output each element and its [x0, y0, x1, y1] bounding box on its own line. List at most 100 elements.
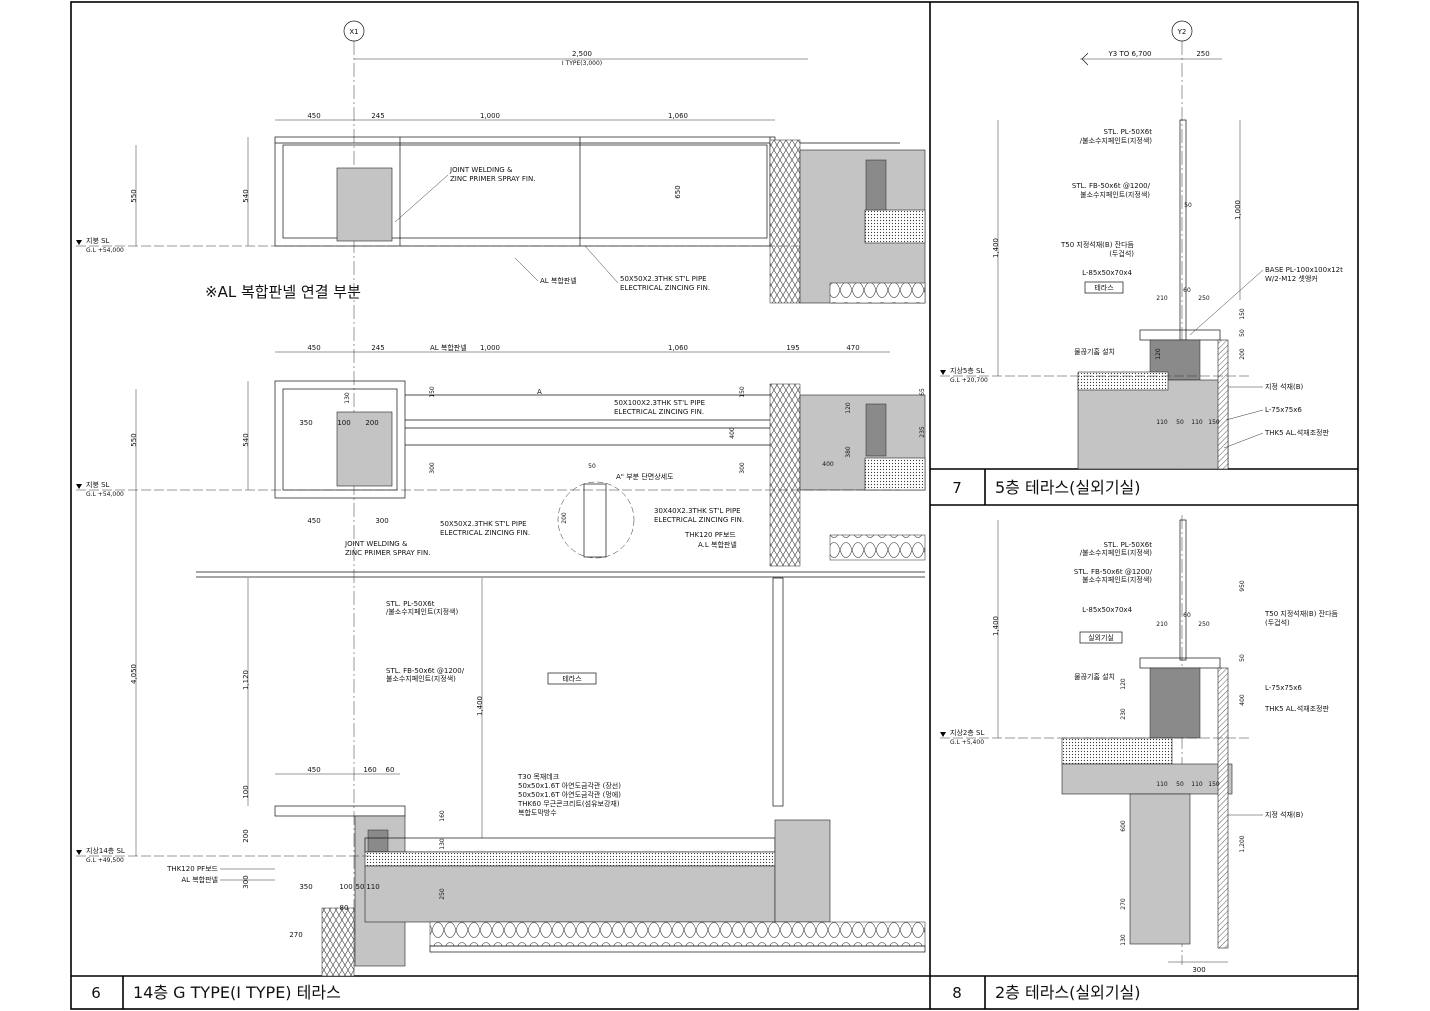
label-drip-8: 물끊기홈 설치: [1074, 672, 1115, 681]
stone-8: [1217, 667, 1229, 949]
railing-frame-mid: [274, 380, 406, 499]
dim-210-8: 210: [1156, 621, 1168, 628]
dim-250-7: 250: [1196, 50, 1209, 58]
label-al-panel-top: AL 복합판넬: [540, 276, 577, 285]
label-pl-8-2: /불소수지페인트(지정색): [1080, 548, 1152, 557]
dim-540-top: 540: [242, 189, 250, 202]
dim-1400-7: 1,400: [992, 238, 1000, 258]
level-5: 지상5층 SL: [950, 366, 984, 375]
label-pipe-mid-1: 50X50X2.3THK ST'L PIPE: [440, 520, 527, 528]
dim-200-mid: 200: [365, 419, 378, 427]
dim-160-low: 160: [363, 766, 376, 774]
dim-50-detail: 50: [588, 463, 596, 470]
level-14-gl: G.L +49,500: [86, 857, 124, 864]
level-2-gl: G.L +5,400: [950, 739, 984, 746]
dim-600-8: 600: [1120, 820, 1127, 832]
dim-100-left: 100: [242, 785, 250, 798]
dim-r1-245: 245: [371, 112, 384, 120]
dim-210-7: 210: [1156, 295, 1168, 302]
arrow-left-icon: [1081, 52, 1089, 66]
label-al-panel-3: A.L 복합판넬: [698, 540, 737, 549]
dim-150-mid: 150: [429, 386, 436, 398]
dim-1000-7: 1,000: [1234, 200, 1242, 220]
dim-80-low: 80: [340, 904, 349, 912]
label-pf-board: THK120 PF보드: [684, 531, 736, 539]
detail-circle-a: [557, 481, 635, 559]
level-marker-5: [940, 370, 946, 375]
dim-380-mid: 380: [845, 446, 852, 458]
label-pl-8-1: STL. PL-50X6t: [1104, 541, 1153, 549]
dim-130-low: 130: [439, 838, 446, 850]
dim-1400-8: 1,400: [992, 616, 1000, 636]
insul-mid: [829, 534, 926, 561]
label-t50-7-2: (두겁석): [1109, 249, 1134, 258]
dim-110-8: 110: [1156, 781, 1168, 788]
dim-100-low: 100: [339, 883, 352, 891]
dim-50-7: 50: [1184, 202, 1192, 209]
grid-label-x1: X1: [349, 28, 358, 36]
dim-1400: 1,400: [476, 696, 484, 716]
post-7: [1179, 119, 1187, 341]
dim-50-low: 50: [356, 883, 365, 891]
dim-450-lower: 450: [307, 517, 320, 525]
dim-r2-1000: 1,000: [480, 344, 500, 352]
dim-650: 650: [674, 185, 682, 198]
stone-7: [1217, 339, 1229, 470]
title-number-6: 6: [91, 984, 101, 1002]
label-joint-mid-2: ZINC PRIMER SPRAY FIN.: [345, 549, 430, 557]
dim-1120: 1,120: [242, 670, 250, 690]
leader-pipe-top: [584, 245, 619, 284]
label-pf-board-2: THK120 PF보드: [166, 865, 218, 873]
dim-110-7b: 110: [1191, 419, 1203, 426]
label-thk5-7: THK5 AL.석재조정판: [1264, 428, 1329, 437]
room-tag-terrace: 테라스: [562, 674, 582, 683]
dim-230-8: 230: [1120, 708, 1127, 720]
dim-50-8: 50: [1239, 654, 1246, 662]
room-tag-box: [547, 672, 597, 685]
dim-r2-450: 450: [307, 344, 320, 352]
title-8: 2층 테라스(실외기실): [995, 983, 1141, 1002]
panel-block-top: [336, 167, 393, 242]
label-angle-7: L-85x50x70x4: [1082, 269, 1132, 277]
dim-r1-1000: 1,000: [480, 112, 500, 120]
label-joint-2: ZINC PRIMER SPRAY FIN.: [450, 175, 535, 183]
insul-top: [829, 282, 926, 304]
room-tag-8-box: [1079, 631, 1123, 644]
label-fb-8-1: STL. FB-50x6t @1200/: [1074, 568, 1153, 576]
level-marker-14: [76, 850, 82, 855]
dim-1200-8: 1,200: [1239, 835, 1246, 852]
deck-note-2: 50x50x1.6T 아연도금각관 (장선): [518, 781, 621, 790]
title-number-7: 7: [952, 479, 962, 497]
dim-550-mid: 550: [130, 433, 138, 446]
label-pl-7-1: STL. PL-50X6t: [1104, 128, 1153, 136]
label-pipe30-1: 30X40X2.3THK ST'L PIPE: [654, 507, 741, 515]
label-fb-7-1: STL. FB-50x6t @1200/: [1072, 182, 1151, 190]
level-5-gl: G.L +20,700: [950, 377, 988, 384]
dim-200-7: 200: [1239, 348, 1246, 360]
column-8: [1129, 793, 1191, 945]
dim-2500: 2,500: [572, 50, 592, 58]
label-angle-8: L-85x50x70x4: [1082, 606, 1132, 614]
dim-400-mid: 400: [729, 427, 736, 439]
concrete-7: [1077, 379, 1229, 470]
dim-130-8: 130: [1120, 934, 1127, 946]
dim-300-mid: 300: [429, 462, 436, 474]
dim-r2-470: 470: [846, 344, 859, 352]
label-l75-8: L-75x75x6: [1265, 684, 1302, 692]
label-stone-8: 지정 석재(B): [1265, 810, 1304, 819]
leader-thk5-7: [1223, 432, 1264, 449]
label-t50-8-2: (두겁석): [1265, 618, 1290, 627]
dim-r2-245: 245: [371, 344, 384, 352]
deck-note-3: 50x50x1.6T 아연도금각관 (멍에): [518, 790, 621, 799]
dim-60-7: 60: [1183, 287, 1191, 294]
level-roof-2: 지붕 SL: [86, 480, 110, 489]
label-al-connection: ※AL 복합판넬 연결 부분: [205, 283, 361, 301]
label-base-7-1: BASE PL-100x100x12t: [1265, 266, 1343, 274]
deck-hatch: [364, 851, 776, 867]
dim-300-mid-b: 300: [739, 462, 746, 474]
wall-lower: [321, 907, 355, 977]
level-14: 지상14층 SL: [86, 846, 125, 855]
deck-note-1: T30 목재데크: [517, 773, 560, 781]
dim-300-lower: 300: [375, 517, 388, 525]
